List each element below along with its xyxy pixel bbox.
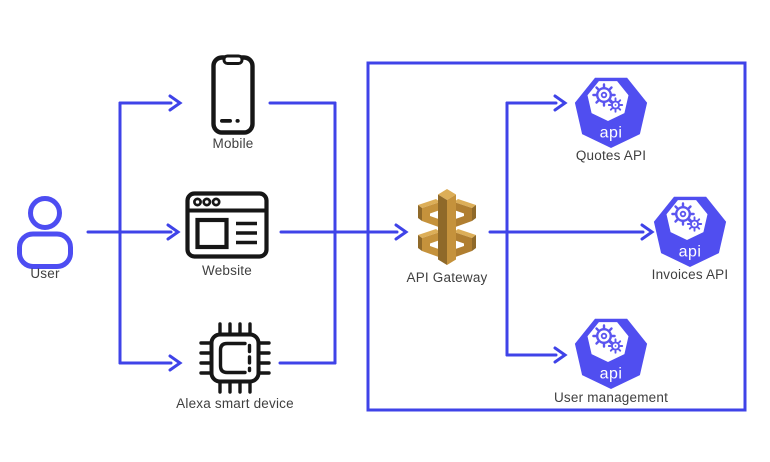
arrowhead-gateway <box>394 223 409 241</box>
arrowhead-invoices <box>640 223 655 241</box>
user-label: User <box>30 266 60 281</box>
arrowhead-alexa <box>168 354 183 372</box>
invoices-api-label: Invoices API <box>651 267 729 282</box>
quotes-api-label: Quotes API <box>575 148 647 163</box>
smartphone-icon <box>214 56 253 133</box>
api-heptagon-icon <box>573 317 649 391</box>
arrowhead-mobile <box>168 94 183 112</box>
node-mobile <box>214 56 253 133</box>
api-heptagon-icon <box>573 76 649 150</box>
api-heptagon-icon <box>652 195 728 269</box>
node-alexa <box>199 322 271 394</box>
arrowhead-quotes <box>553 94 568 112</box>
mobile-label: Mobile <box>212 136 254 151</box>
api-boundary-box <box>366 61 747 412</box>
browser-window-icon <box>188 194 267 257</box>
node-invoices-api <box>652 195 728 269</box>
website-label: Website <box>202 263 252 278</box>
node-user-management <box>573 317 649 391</box>
node-user <box>20 199 71 267</box>
alexa-label: Alexa smart device <box>176 396 294 411</box>
chip-icon <box>199 322 271 394</box>
aws-api-gateway-icon <box>418 189 476 265</box>
api-gateway-label: API Gateway <box>406 270 488 285</box>
node-website <box>188 194 267 257</box>
person-icon <box>20 199 71 267</box>
arrowhead-usermgmt <box>553 346 568 364</box>
arrowhead-website <box>166 223 181 241</box>
user-management-label: User management <box>553 390 669 405</box>
node-api-gateway <box>418 189 476 265</box>
node-quotes-api <box>573 76 649 150</box>
edge-lines <box>86 94 655 372</box>
